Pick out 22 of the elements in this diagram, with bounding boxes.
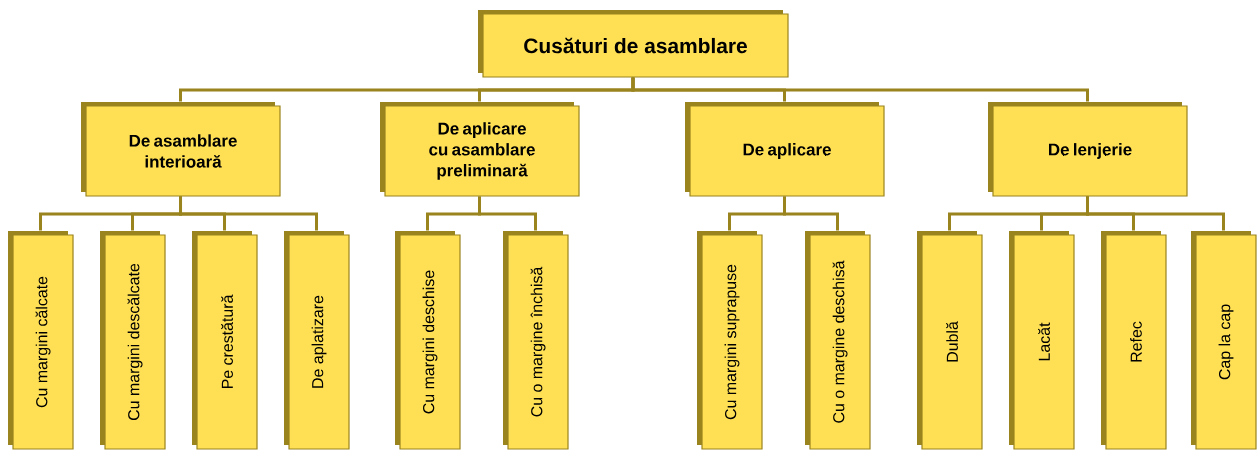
seam-type-box: Cu margini descălcate (100, 231, 166, 450)
category-box: De aplicare (685, 102, 885, 197)
seam-type-box: Cu o margine închisă (503, 231, 569, 450)
seam-type-box: Cu margini deschise (395, 231, 461, 450)
category-box: De lenjerie (988, 102, 1188, 197)
seam-type-box: Lacăt (1009, 231, 1075, 450)
seam-type-box: Refec (1101, 231, 1167, 450)
connector (179, 196, 318, 231)
title-box: Cusături de asamblare (478, 10, 789, 78)
seam-type-box: Cu margini călcate (8, 231, 74, 450)
seam-type-box: Cu margini suprapuse (697, 231, 763, 450)
category-box: De aplicare cu asamblare preliminară (380, 102, 580, 197)
seam-type-box: Cap la cap (1191, 231, 1257, 450)
seam-type-box: Pe crestătură (192, 231, 258, 450)
connector (783, 196, 839, 231)
seam-type-box: Cu o margine deschisă (805, 231, 871, 450)
seam-type-box: Dublă (917, 231, 983, 450)
seam-type-box: De aplatizare (284, 231, 350, 450)
connector (631, 77, 1089, 102)
connector (478, 196, 537, 231)
category-box: De asamblare interioară (81, 102, 281, 197)
connector (1086, 196, 1225, 231)
